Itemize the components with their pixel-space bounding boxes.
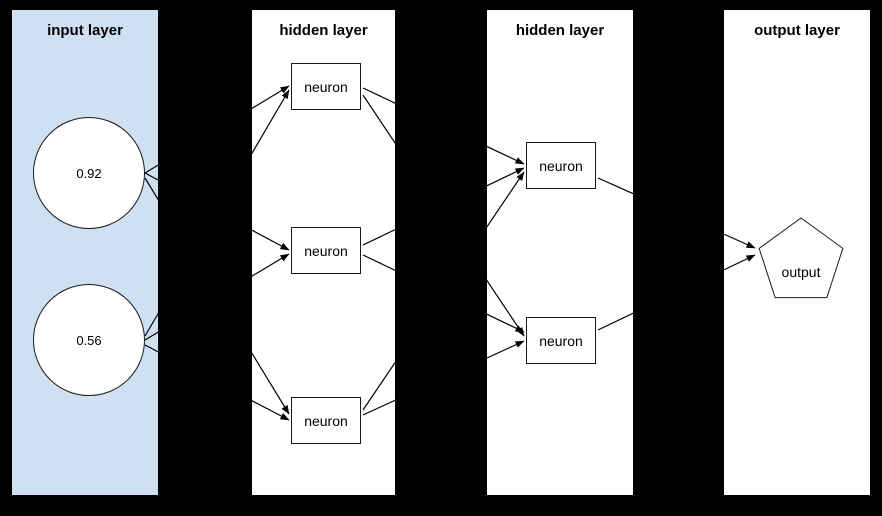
layer-title-hidden-2: hidden layer <box>515 22 605 39</box>
layer-title-output: output layer <box>754 22 840 39</box>
node-input-1[interactable]: 0.56 <box>33 284 145 396</box>
layer-panel-input: input layer <box>12 10 158 495</box>
node-hidden-2-0[interactable]: neuron <box>526 142 596 189</box>
pentagon-icon <box>758 217 844 299</box>
node-hidden-1-1[interactable]: neuron <box>291 227 361 274</box>
layer-title-input: input layer <box>47 22 123 39</box>
node-hidden-1-2[interactable]: neuron <box>291 397 361 444</box>
node-label-output-0: output <box>781 264 821 280</box>
node-input-0[interactable]: 0.92 <box>33 117 145 229</box>
node-hidden-2-1[interactable]: neuron <box>526 317 596 364</box>
node-hidden-1-0[interactable]: neuron <box>291 63 361 110</box>
layer-title-hidden-1: hidden layer <box>279 22 368 39</box>
layer-panel-hidden-2: hidden layer <box>487 10 633 495</box>
node-output-0[interactable]: output <box>749 210 853 314</box>
